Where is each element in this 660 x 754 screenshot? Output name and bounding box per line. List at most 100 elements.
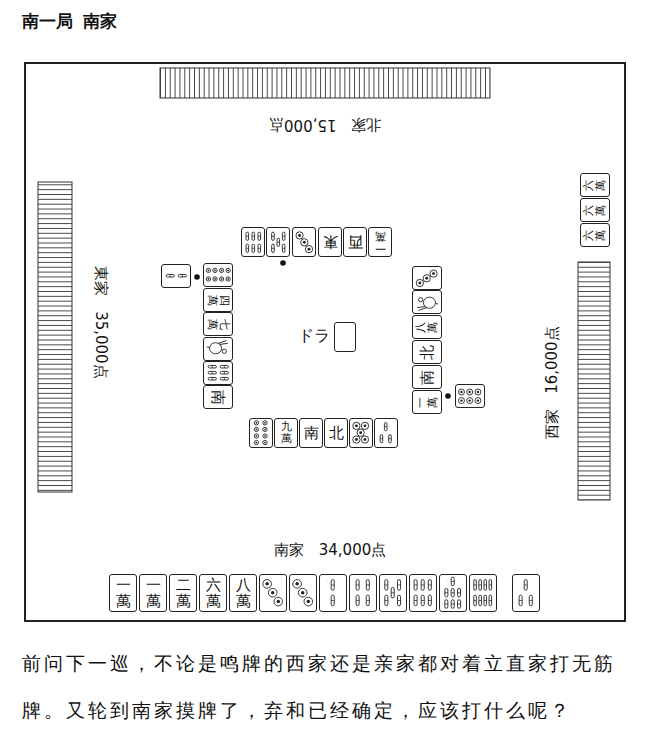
tile-character: 六萬 (583, 205, 607, 216)
sou-bar (458, 600, 461, 608)
mahjong-tile: 九萬 (274, 418, 298, 448)
tile-character: 東 (323, 234, 338, 251)
mahjong-tile (374, 418, 398, 448)
sou-joint (524, 585, 527, 586)
pin-circle (467, 397, 473, 403)
sou-joint (429, 585, 432, 586)
sou-bar (356, 595, 359, 606)
tile-character: 北 (419, 345, 436, 360)
pin-circle (206, 277, 210, 281)
pin-circle (296, 232, 303, 239)
pin-center (266, 582, 269, 585)
mahjong-tile (412, 266, 442, 290)
sou-joint (356, 585, 359, 586)
sou-joint (479, 600, 482, 601)
sou-bar (451, 589, 454, 597)
mahjong-tile (161, 264, 191, 288)
tile-character: 南 (210, 390, 227, 405)
sou-joint (252, 235, 255, 236)
pin-circle (213, 269, 217, 273)
dora-indicator: ドラ (334, 322, 356, 352)
pin-circle (353, 423, 360, 430)
tile-face (242, 228, 263, 255)
sou-joint (258, 235, 261, 236)
sou-joint (169, 275, 170, 278)
mahjong-tile (203, 263, 233, 287)
sou-bar (421, 595, 424, 606)
sou-bar (258, 232, 261, 240)
tile-face (413, 267, 440, 288)
discard-dot (445, 393, 451, 399)
tile-face (320, 575, 345, 610)
tile-face (440, 575, 465, 610)
sou-joint (451, 604, 454, 605)
sou-bar (489, 580, 492, 591)
sou-bar (166, 275, 174, 278)
mahjong-tile: 一萬 (412, 390, 442, 414)
pin-center (207, 278, 209, 280)
sou-joint (398, 600, 401, 601)
sou-joint (489, 600, 492, 601)
sou-bar (484, 595, 487, 606)
pin-center (355, 438, 358, 441)
pin-circle (213, 277, 217, 281)
sou-bar (519, 595, 522, 606)
pin-circle (263, 428, 267, 432)
sou-bar (282, 244, 285, 252)
sou-bar (252, 232, 255, 240)
sou-joint (282, 235, 285, 236)
sou-bar (474, 580, 477, 591)
pin-center (303, 241, 306, 244)
pin-center (256, 442, 258, 444)
sou-joint (385, 585, 388, 586)
sou-joint (211, 372, 212, 375)
pin-center (264, 442, 266, 444)
sou-bar (391, 588, 394, 599)
sou-joint (474, 585, 477, 586)
mahjong-tile: 北 (324, 418, 348, 448)
mahjong-tile: 四萬 (203, 288, 233, 312)
sou-joint (458, 604, 461, 605)
pin-center (227, 278, 229, 280)
tile-face (350, 419, 371, 446)
pin-center (469, 399, 471, 401)
pin-center (469, 391, 471, 393)
pin-circle (430, 270, 437, 277)
mahjong-tile (241, 227, 265, 257)
mahjong-tile (512, 574, 540, 612)
pin-center (355, 425, 358, 428)
sou-joint (445, 604, 448, 605)
sou-bar (398, 595, 401, 606)
bird-feather (417, 303, 438, 310)
sou-bar (220, 378, 228, 381)
mahjong-tile: 六萬 (580, 198, 610, 222)
sou-bar (246, 232, 249, 240)
pin-circle (255, 421, 259, 425)
sou-bar (429, 580, 432, 591)
pin-circle (300, 238, 307, 245)
sou-joint (391, 592, 394, 593)
mahjong-tile (439, 574, 467, 612)
player-score: 東家 35,000点 (91, 266, 110, 378)
tile-character: 八萬 (415, 322, 439, 333)
tile-face (410, 575, 435, 610)
sou-bar (385, 423, 388, 431)
sou-joint (489, 585, 492, 586)
pin-circle (423, 274, 430, 281)
tile-character: 六萬 (583, 230, 607, 241)
pin-circle (417, 279, 424, 286)
sou-bar (414, 595, 417, 606)
sou-joint (224, 366, 225, 369)
sou-bar (208, 372, 216, 375)
pin-circle (206, 269, 210, 273)
sou-bar (414, 580, 417, 591)
sou-joint (451, 581, 454, 582)
tile-character: 四萬 (206, 295, 230, 306)
sou-bar (530, 595, 533, 606)
mahjong-tile (266, 227, 290, 257)
pin-center (256, 422, 258, 424)
pin-circle (353, 436, 360, 443)
pin-circle (467, 389, 473, 395)
pin-center (264, 435, 266, 437)
pin-center (277, 600, 280, 603)
